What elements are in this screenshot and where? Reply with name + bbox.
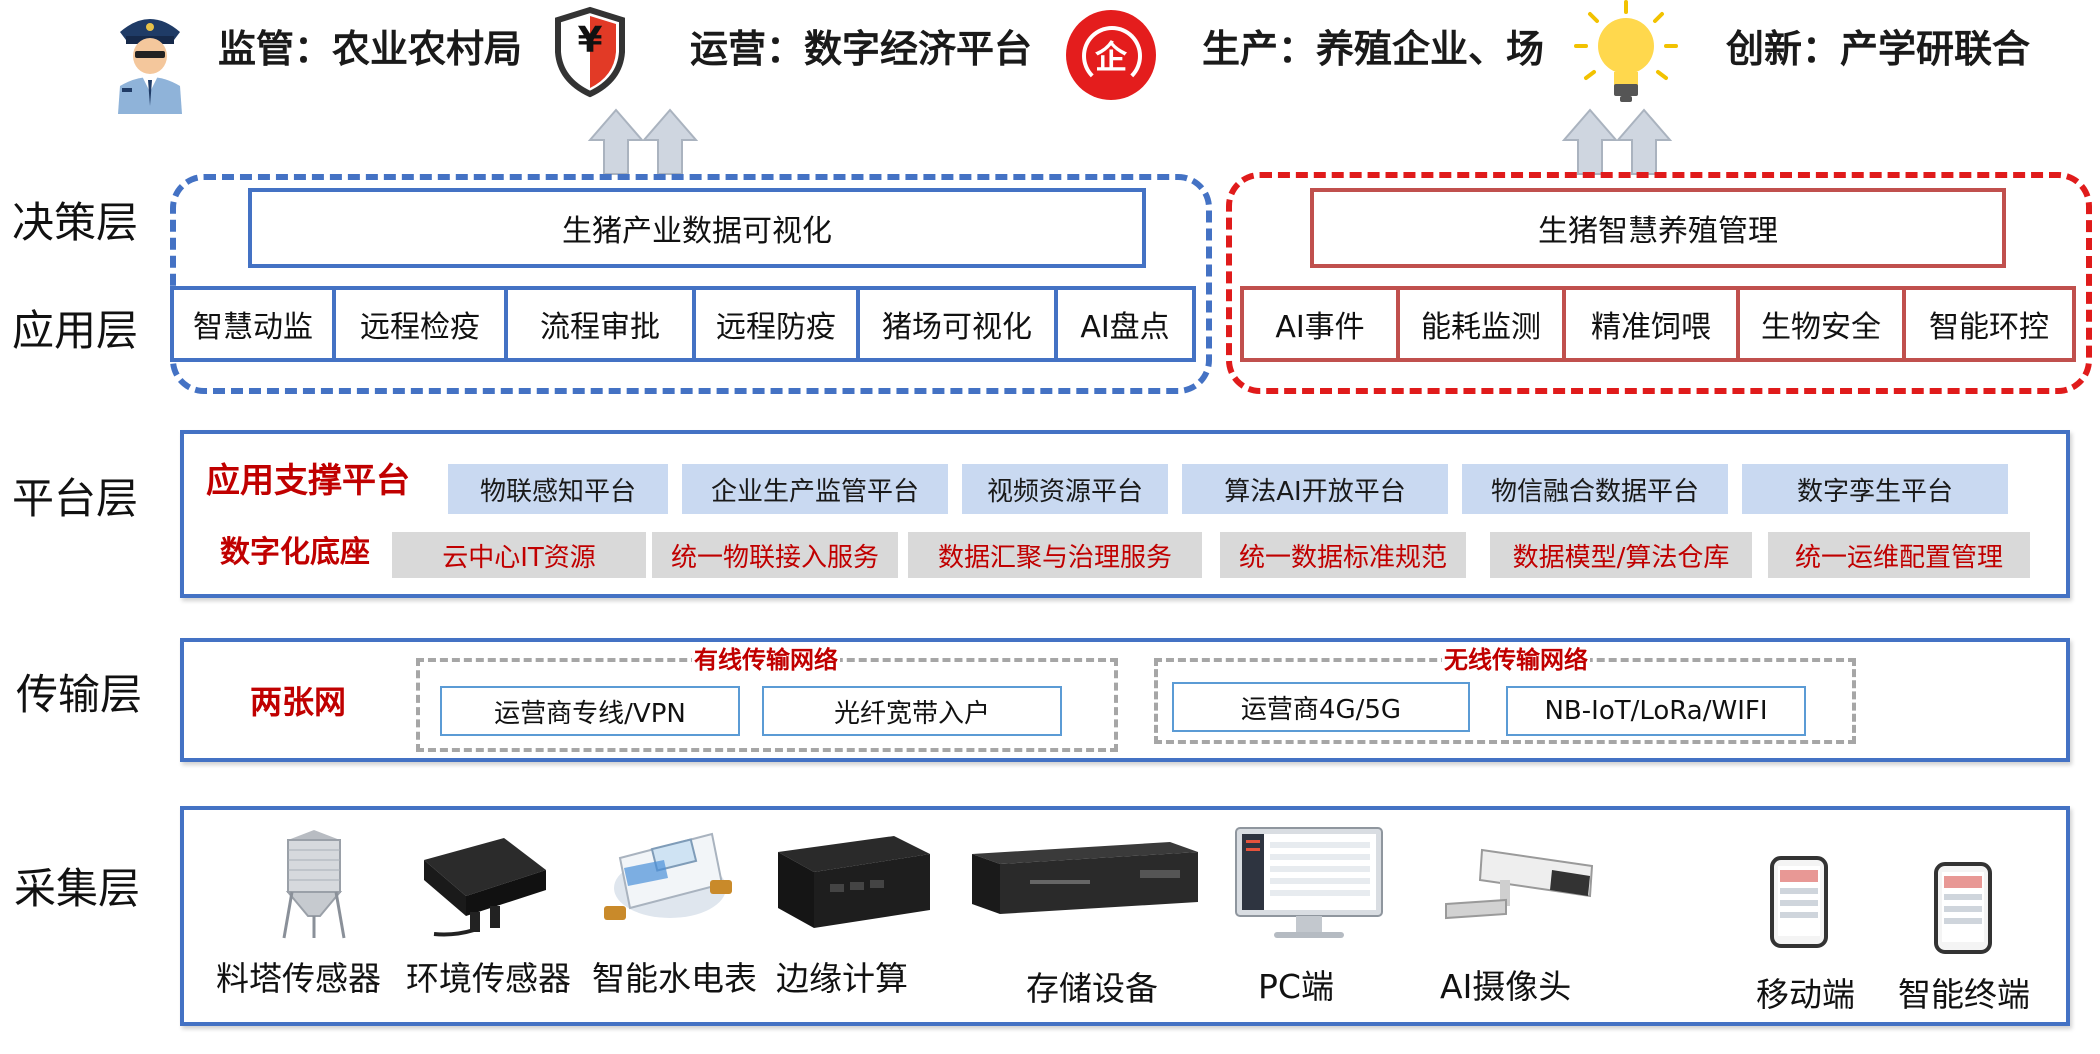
foundation-data-standards: 统一数据标准规范 [1220,532,1466,578]
transport-layer-panel: 两张网 有线传输网络 运营商专线/VPN 光纤宽带入户 无线传输网络 运营商4G… [180,638,2070,762]
stakeholder-operator-label: 运营：数字经济平台 [690,27,1033,71]
platform-digital-twin: 数字孪生平台 [1742,464,2008,514]
pc-monitor-icon [1235,827,1383,938]
cctv-camera-icon [1445,848,1594,920]
platform-layer-panel: 应用支撑平台 物联感知平台 企业生产监管平台 视频资源平台 算法AI开放平台 物… [180,430,2070,598]
decision-box-smart-breeding-label: 生猪智慧养殖管理 [1538,214,1778,249]
device-label-water-meter: 智能水电表 [592,959,757,998]
decision-box-industry-visualization-label: 生猪产业数据可视化 [562,214,832,249]
smart-terminal-icon [1934,862,1992,954]
feed-tower-icon [282,830,346,939]
enterprise-qi-text: 企 [1094,38,1127,76]
app-remote-epidemic-prevention: 远程防疫 [692,286,860,362]
enterprise-qi-icon: 企 [1066,10,1156,100]
app-precision-feeding: 精准饲喂 [1562,286,1740,362]
wired-network-title: 有线传输网络 [692,646,840,674]
enterprise-app-group [1226,172,2092,394]
layer-label-platform: 平台层 [12,474,139,523]
foundation-model-warehouse: 数据模型/算法仓库 [1490,532,1752,578]
stakeholder-innovation-label: 创新：产学研联合 [1726,27,2031,71]
stakeholder-regulator-label: 监管：农业农村局 [218,27,523,71]
app-ai-inventory: AI盘点 [1054,286,1196,362]
network-isp-vpn: 运营商专线/VPN [440,686,740,736]
foundation-data-governance: 数据汇聚与治理服务 [908,532,1202,578]
police-officer-icon [118,19,182,114]
decision-box-industry-visualization: 生猪产业数据可视化 [248,188,1146,268]
app-ai-events: AI事件 [1240,286,1400,362]
water-meter-icon [604,832,732,920]
layer-label-transport: 传输层 [16,670,143,719]
stakeholder-producer-label: 生产：养殖企业、场 [1202,27,1545,71]
two-networks-title: 两张网 [250,683,347,721]
app-row-government: 智慧动监 远程检疫 流程审批 远程防疫 猪场可视化 AI盘点 [170,286,1196,362]
platform-data-fusion: 物信融合数据平台 [1462,464,1728,514]
decision-box-smart-breeding: 生猪智慧养殖管理 [1310,188,2006,268]
layer-label-collection: 采集层 [14,864,141,913]
foundation-ops-config: 统一运维配置管理 [1768,532,2030,578]
shield-yen-icon: ¥ [552,6,628,98]
lightbulb-icon [1574,0,1678,102]
device-label-pc: PC端 [1258,967,1334,1006]
up-arrows-right-icon [1561,108,1673,175]
device-label-edge-computing: 边缘计算 [776,959,908,998]
collection-layer-panel: 料塔传感器 环境传感器 智能水电表 边缘计算 存储设备 PC端 AI摄像头 移动… [180,806,2070,1026]
storage-server-icon [972,842,1198,914]
platform-ai-algorithm: 算法AI开放平台 [1182,464,1448,514]
app-biosecurity: 生物安全 [1736,286,1906,362]
foundation-cloud-it: 云中心IT资源 [392,532,646,578]
mobile-phone-icon [1770,856,1828,948]
government-app-group [170,174,1212,394]
app-energy-monitoring: 能耗监测 [1396,286,1566,362]
app-process-approval: 流程审批 [504,286,696,362]
foundation-iot-access: 统一物联接入服务 [652,532,898,578]
device-label-smart-terminal: 智能终端 [1898,975,2030,1014]
network-fiber-broadband: 光纤宽带入户 [762,686,1062,736]
app-row-enterprise: AI事件 能耗监测 精准饲喂 生物安全 智能环控 [1240,286,2076,362]
device-label-feed-tower: 料塔传感器 [216,959,381,998]
edge-computing-box-icon [778,836,930,928]
network-4g-5g: 运营商4G/5G [1172,682,1470,732]
yen-symbol: ¥ [577,20,603,61]
up-arrows-left-icon [587,108,699,175]
environment-sensor-icon [424,838,546,937]
application-support-platform-title: 应用支撑平台 [206,461,410,501]
platform-production-supervision: 企业生产监管平台 [682,464,948,514]
app-remote-quarantine: 远程检疫 [332,286,508,362]
device-label-environment-sensor: 环境传感器 [406,959,571,998]
app-smart-animal-monitor: 智慧动监 [170,286,336,362]
device-label-storage: 存储设备 [1026,969,1158,1008]
wireless-network-title: 无线传输网络 [1442,646,1590,674]
platform-iot-sensing: 物联感知平台 [448,464,668,514]
app-smart-environment-control: 智能环控 [1902,286,2076,362]
device-label-mobile: 移动端 [1756,975,1855,1014]
digital-foundation-title: 数字化底座 [220,535,370,570]
device-label-ai-camera: AI摄像头 [1440,967,1572,1006]
layer-label-decision: 决策层 [12,198,139,247]
network-nbiot-lora-wifi: NB-IoT/LoRa/WIFI [1506,686,1806,736]
app-farm-visualization: 猪场可视化 [856,286,1058,362]
platform-video-resources: 视频资源平台 [962,464,1168,514]
layer-label-application: 应用层 [12,306,139,355]
